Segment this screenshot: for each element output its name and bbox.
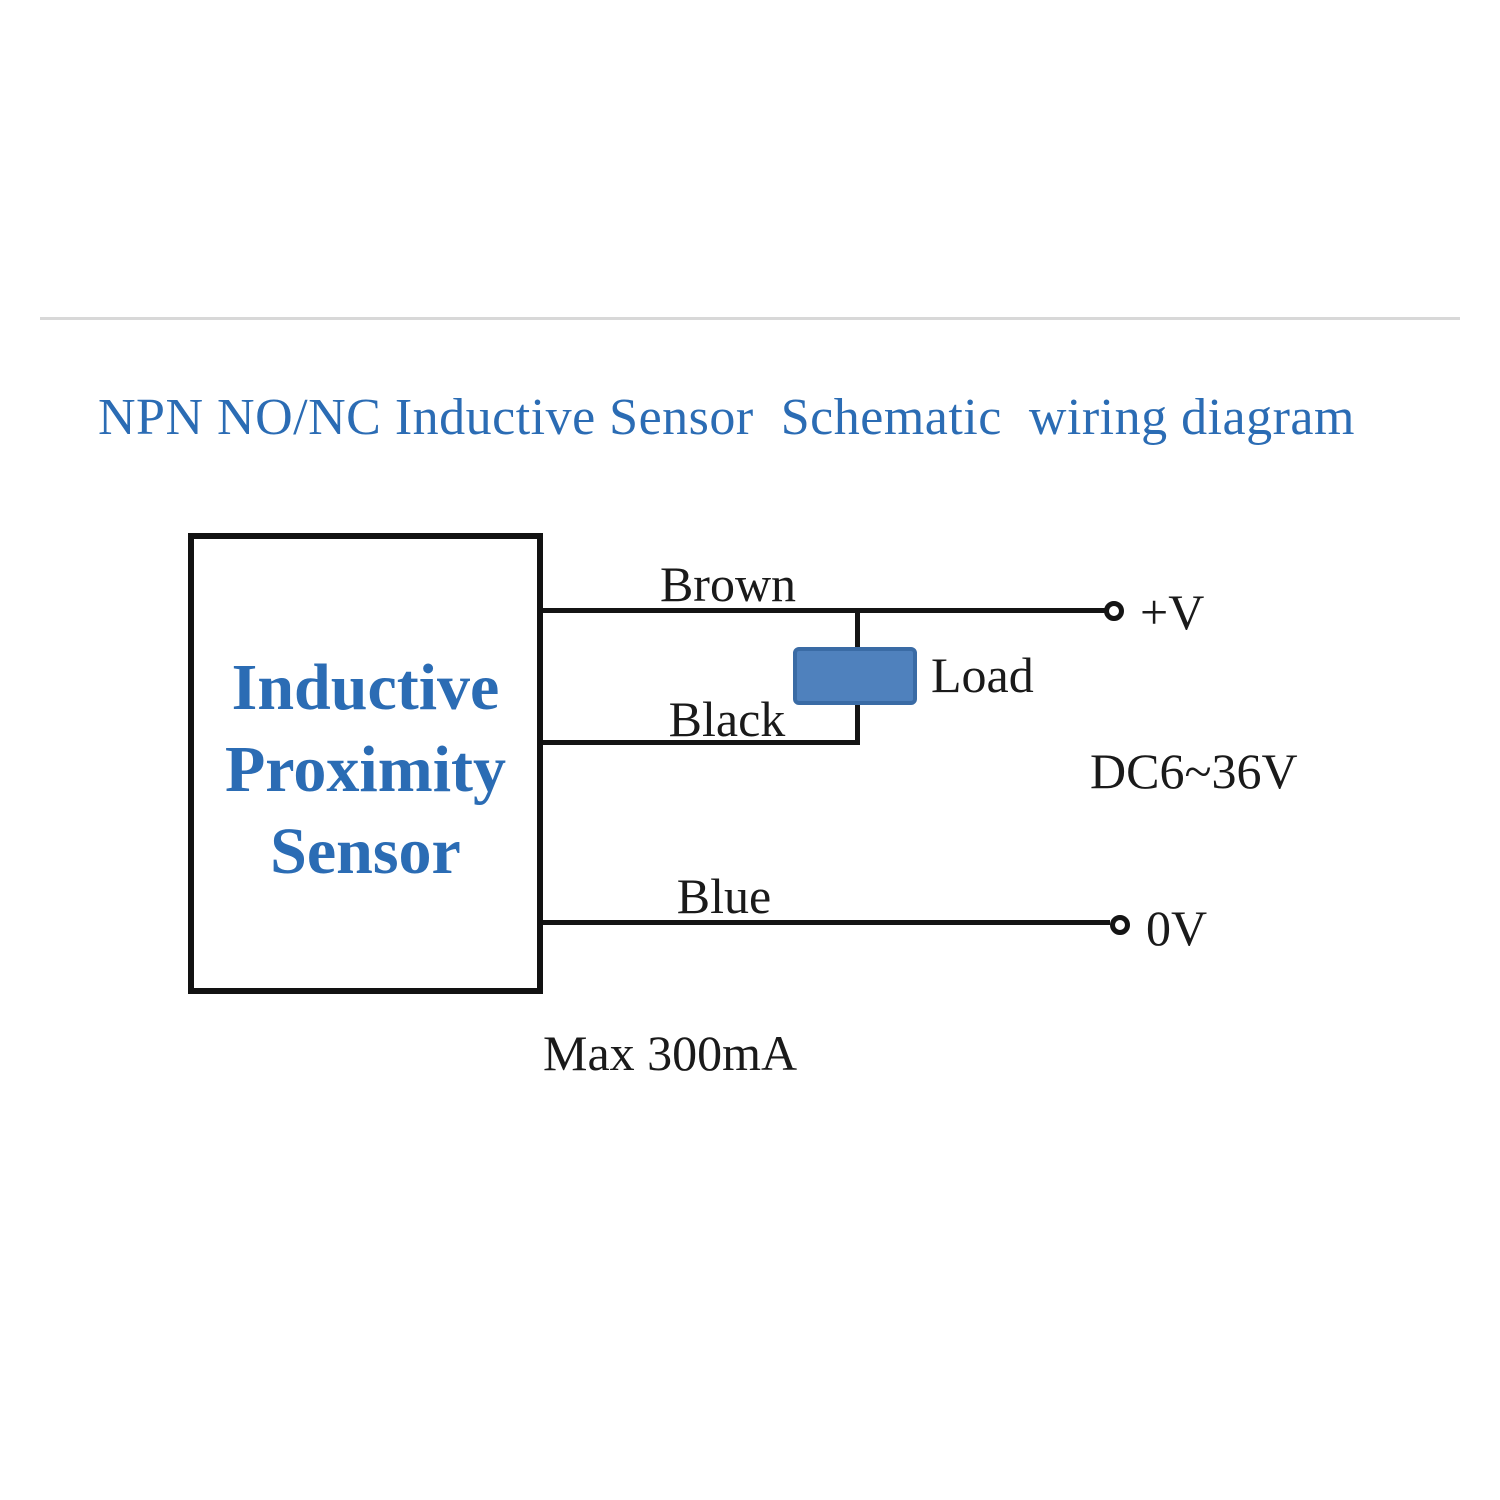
load-label: Load	[931, 647, 1034, 703]
ground-terminal-label: 0V	[1146, 900, 1208, 956]
brown-wire	[543, 608, 1105, 613]
sensor-box: Inductive Proximity Sensor	[188, 533, 543, 994]
brown-wire-label: Brown	[659, 556, 797, 612]
blue-wire	[543, 920, 1110, 925]
sensor-label-line-3: Sensor	[270, 814, 461, 888]
blue-wire-label: Blue	[676, 868, 772, 924]
sensor-label-line-2: Proximity	[224, 732, 507, 806]
positive-terminal-label: +V	[1140, 584, 1205, 640]
sensor-label-line-1: Inductive	[231, 650, 500, 724]
voltage-range-label: DC6~36V	[1090, 743, 1298, 799]
positive-terminal-circle	[1104, 601, 1124, 621]
ground-terminal-circle	[1110, 915, 1130, 935]
max-current-label: Max 300mA	[543, 1025, 798, 1081]
black-wire	[543, 740, 860, 745]
top-divider-line	[40, 317, 1460, 320]
black-wire-label: Black	[668, 691, 786, 747]
load-box	[793, 647, 917, 705]
diagram-title: NPN NO/NC Inductive Sensor Schematic wir…	[98, 389, 1355, 446]
